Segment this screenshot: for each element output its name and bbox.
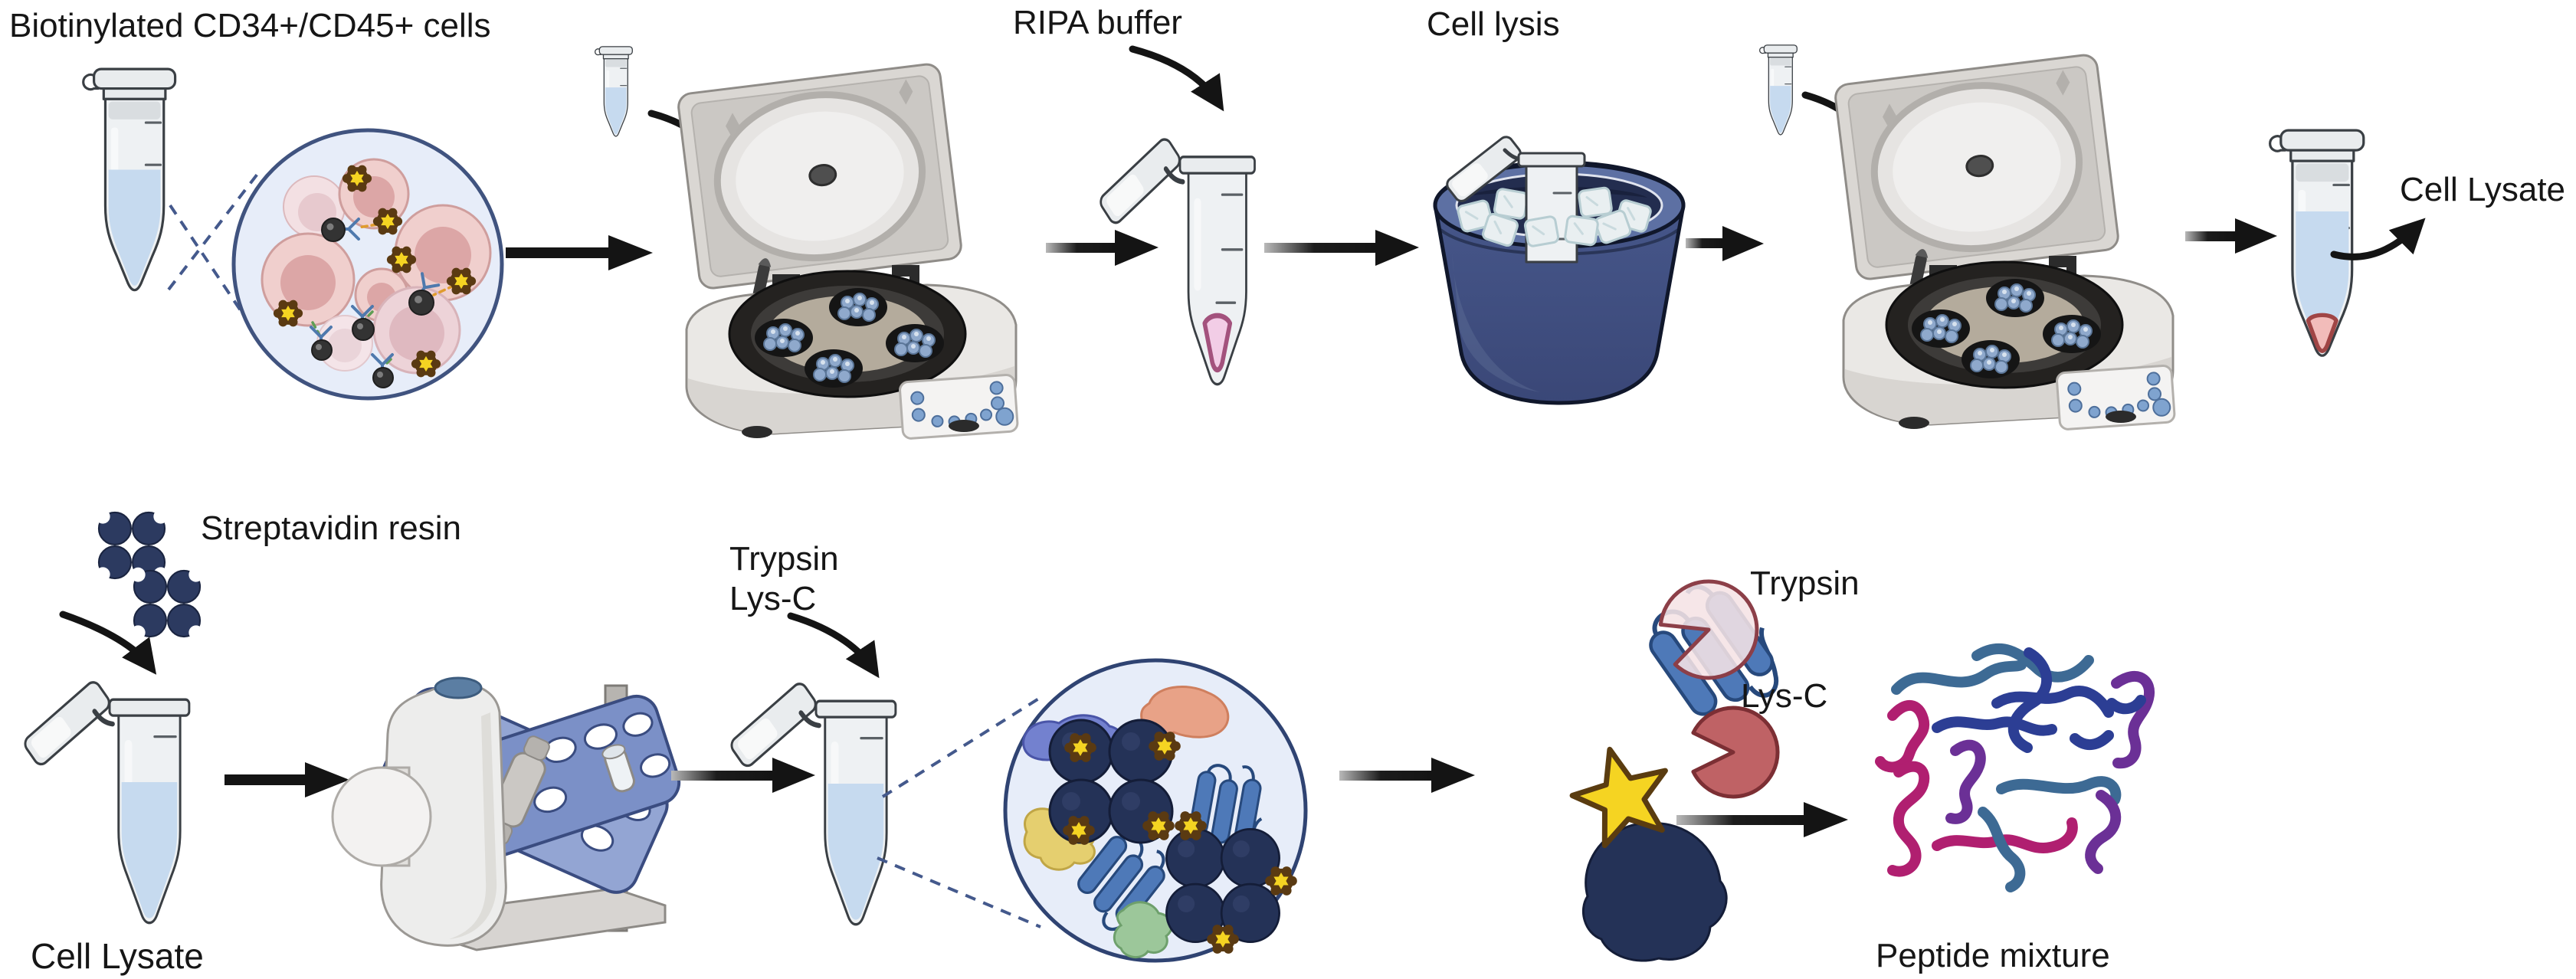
ice-bucket xyxy=(1433,136,1686,405)
centrifuge-2 xyxy=(1834,54,2175,430)
rotator-knob xyxy=(331,766,432,867)
biotin-star-large-icon xyxy=(1569,746,1668,849)
biotin-linker xyxy=(383,358,392,367)
arrow-to-enzyme-digestion xyxy=(1339,758,1475,793)
cell-lysis-label: Cell lysis xyxy=(1427,5,1560,43)
arrow-to-rotator xyxy=(224,762,349,797)
peptide-mixture-label: Peptide mixture xyxy=(1876,937,2110,974)
biotin-linker xyxy=(363,310,374,321)
arrow-to-lysis xyxy=(1264,230,1419,266)
enzyme-mix-label-line2: Lys-C xyxy=(729,580,816,617)
feed-tube-1 xyxy=(595,46,633,137)
lysis-tube xyxy=(1446,136,1586,264)
curved-arrow-lysate-label xyxy=(2330,218,2426,260)
rotator-power-cap xyxy=(434,676,483,699)
resin-bead-cluster-b xyxy=(1165,828,1280,943)
biotinylated-cells-tube xyxy=(82,67,177,292)
lysc-enzyme-icon xyxy=(1691,706,1780,799)
tube-rotator xyxy=(331,676,681,951)
arrow-to-digestion-tube xyxy=(671,758,815,793)
curved-arrow-ripa xyxy=(1129,45,1224,112)
enzyme-mix-label-line1: Trypsin xyxy=(729,540,839,578)
biotin-linker xyxy=(357,223,379,229)
magnify-dash-lower xyxy=(167,169,262,291)
ice-cubes-front xyxy=(1480,211,1600,248)
lysc-enzyme-label: Lys-C xyxy=(1741,677,1827,715)
streptavidin-resin-icon xyxy=(94,508,169,583)
arrow-to-centrifuge2 xyxy=(1686,226,1764,261)
streptavidin-resin-label: Streptavidin resin xyxy=(201,509,461,547)
ripa-tube xyxy=(1098,136,1255,385)
magnify2-dash-lower xyxy=(877,856,1041,928)
protein-blob-orange xyxy=(1140,686,1230,738)
curved-arrow-resin xyxy=(59,611,157,675)
arrow-to-peptides xyxy=(1676,802,1848,837)
arrow-to-lysate xyxy=(2185,218,2277,254)
streptavidin-resin-icon xyxy=(129,566,205,641)
cell-lysate-label-row2: Cell Lysate xyxy=(31,936,204,976)
cell-lysate-label-row1: Cell Lysate xyxy=(2400,171,2565,208)
magnetic-beads xyxy=(311,218,434,388)
cells-magnified-circle xyxy=(231,128,504,401)
magnify2-dash-upper xyxy=(881,694,1045,798)
beads-magnified-circle xyxy=(1003,658,1308,963)
rotator-tube xyxy=(601,744,635,793)
cell-lysate-tube-row2 xyxy=(22,679,189,922)
ripa-buffer-label: RIPA buffer xyxy=(1013,4,1182,41)
cell-lysate-tube-row1 xyxy=(2269,129,2365,357)
input-cells-label: Biotinylated CD34+/CD45+ cells xyxy=(9,7,491,44)
peptide-mixture xyxy=(1875,643,2155,892)
arrow-to-centrifuge1 xyxy=(506,235,653,270)
centrifuge-1 xyxy=(677,63,1018,439)
feed-tube-2 xyxy=(1759,44,1798,136)
on-bead-digestion: Trypsin Lys-C xyxy=(1569,565,1860,962)
curved-arrow-enzymes xyxy=(787,612,880,679)
protein-blob-green xyxy=(1113,901,1173,958)
trypsin-enzyme-label: Trypsin xyxy=(1750,565,1860,602)
digestion-tube xyxy=(729,680,896,924)
arrow-to-ripa xyxy=(1046,230,1159,266)
trypsin-enzyme-icon xyxy=(1658,579,1759,680)
biotin-linker xyxy=(432,284,455,296)
